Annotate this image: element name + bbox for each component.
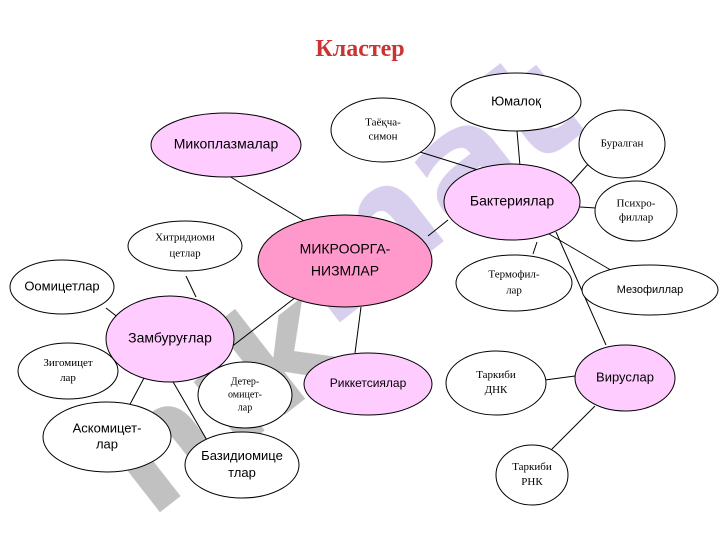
node-label-center-0: МИКРООРГА- bbox=[300, 241, 391, 257]
node-shape-bakteriya bbox=[443, 163, 581, 241]
edge-12 bbox=[550, 405, 596, 451]
node-label-dnk-0: Таркиби bbox=[476, 369, 516, 381]
node-label-zamburug-0: Замбуруғлар bbox=[128, 330, 212, 346]
node-zamburug: Замбуруғлар bbox=[105, 295, 235, 383]
node-shape-xitridiomi bbox=[127, 220, 243, 272]
node-label-mezofil-0: Мезофиллар bbox=[617, 284, 683, 296]
edge-0 bbox=[228, 175, 317, 229]
node-center: МИКРООРГА- НИЗМЛАР bbox=[257, 214, 433, 308]
node-rikketsiya: Риккетсиялар bbox=[303, 352, 433, 416]
node-label-zigomitset-0: Зигомицет bbox=[43, 357, 93, 369]
node-label-bazidiomitse-0: Базидиомице bbox=[201, 448, 283, 463]
node-xitridiomi: Хитридиоми цетлар bbox=[127, 220, 243, 272]
node-shape-zigomitset bbox=[17, 342, 119, 400]
node-shape-termofil bbox=[455, 254, 573, 312]
node-oomitset: Оомицетлар bbox=[9, 259, 115, 315]
node-label-deyter-1: омицет- bbox=[228, 389, 262, 400]
node-label-dnk-1: ДНК bbox=[485, 384, 508, 396]
node-label-xitridiomi-1: цетлар bbox=[169, 248, 201, 260]
node-shape-dnk bbox=[445, 350, 547, 416]
edge-5 bbox=[579, 206, 597, 209]
node-shape-mezofil bbox=[581, 264, 719, 316]
edge-13 bbox=[185, 275, 197, 298]
node-label-rnk-1: РНК bbox=[521, 476, 543, 488]
node-shape-zamburug bbox=[105, 295, 235, 383]
node-shape-buralgan bbox=[578, 109, 666, 179]
node-shape-deyter bbox=[197, 361, 293, 429]
edge-8 bbox=[555, 231, 607, 346]
node-label-deyter-0: Детер- bbox=[231, 376, 260, 387]
node-label-xitridiomi-0: Хитридиоми bbox=[155, 232, 215, 244]
node-mikoplazma: Микоплазмалар bbox=[150, 112, 302, 178]
node-label-tayoqcha-0: Таёқча- bbox=[365, 117, 401, 129]
node-label-deyter-2: лар bbox=[238, 402, 252, 413]
node-label-termofil-1: лар bbox=[506, 285, 522, 297]
node-label-psixro-1: филлар bbox=[619, 212, 654, 224]
node-shape-oomitset bbox=[9, 259, 115, 315]
edge-6 bbox=[532, 241, 538, 255]
edge-11 bbox=[544, 375, 576, 381]
node-label-rnk-0: Таркиби bbox=[512, 461, 552, 473]
node-label-askomitset-0: Аскомицет- bbox=[73, 420, 142, 435]
node-askomitset: Аскомицет-лар bbox=[42, 401, 172, 473]
node-label-yumaloq-0: Юмалоқ bbox=[491, 93, 541, 108]
node-shape-rikketsiya bbox=[303, 352, 433, 416]
node-bakteriya: Бактериялар bbox=[443, 163, 581, 241]
edge-1 bbox=[427, 219, 449, 237]
node-mezofil: Мезофиллар bbox=[581, 264, 719, 316]
node-label-askomitset-1: лар bbox=[96, 436, 118, 451]
node-shape-mikoplazma bbox=[150, 112, 302, 178]
node-label-center-1: НИЗМЛАР bbox=[311, 263, 379, 279]
edge-3 bbox=[516, 130, 521, 167]
node-label-termofil-0: Термофил- bbox=[488, 269, 539, 281]
node-buralgan: Буралган bbox=[578, 109, 666, 179]
node-label-tayoqcha-1: симон bbox=[368, 131, 397, 143]
node-termofil: Термофил-лар bbox=[455, 254, 573, 312]
node-zigomitset: Зигомицет лар bbox=[17, 342, 119, 400]
node-shape-tayoqcha bbox=[330, 97, 436, 163]
node-virus: Вируслар bbox=[574, 344, 676, 412]
node-shape-virus bbox=[574, 344, 676, 412]
node-shape-center bbox=[257, 214, 433, 308]
node-label-bakteriya-0: Бактериялар bbox=[470, 193, 554, 209]
node-shape-askomitset bbox=[42, 401, 172, 473]
node-tayoqcha: Таёқча-симон bbox=[330, 97, 436, 163]
nodes: МИКРООРГА- НИЗМЛАР МикоплазмаларБактерияла… bbox=[9, 72, 719, 506]
node-shape-rnk bbox=[495, 444, 569, 506]
node-shape-yumaloq bbox=[450, 72, 582, 132]
node-shape-psixro bbox=[594, 180, 678, 242]
node-label-bazidiomitse-1: тлар bbox=[228, 465, 256, 480]
node-label-mikoplazma-0: Микоплазмалар bbox=[174, 136, 279, 152]
node-bazidiomitse: Базидиомице тлар bbox=[184, 431, 300, 499]
node-psixro: Психро-филлар bbox=[594, 180, 678, 242]
node-label-rikketsiya-0: Риккетсиялар bbox=[330, 376, 407, 390]
node-label-psixro-0: Психро- bbox=[617, 198, 656, 210]
node-deyter: Детер-омицет-лар bbox=[197, 361, 293, 429]
diagram-title: Кластер bbox=[315, 36, 405, 62]
edge-10 bbox=[354, 306, 362, 354]
node-yumaloq: Юмалоқ bbox=[450, 72, 582, 132]
node-label-oomitset-0: Оомицетлар bbox=[24, 278, 99, 293]
edge-4 bbox=[570, 161, 591, 184]
node-shape-bazidiomitse bbox=[184, 431, 300, 499]
node-label-zigomitset-1: лар bbox=[60, 372, 76, 384]
node-label-virus-0: Вируслар bbox=[596, 369, 654, 384]
node-label-buralgan-0: Буралган bbox=[601, 138, 644, 150]
